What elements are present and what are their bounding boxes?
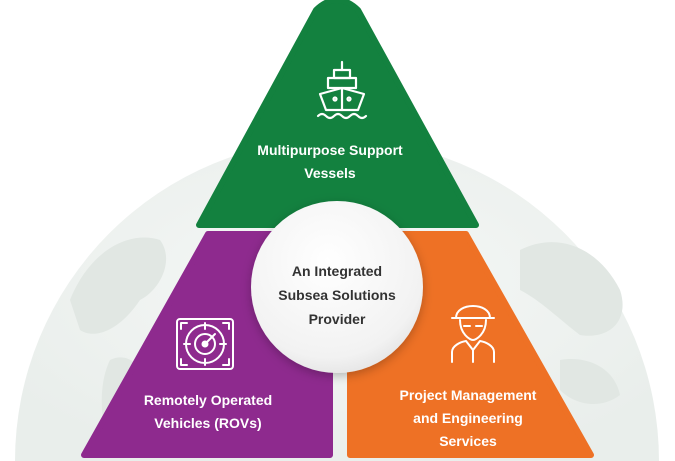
segment-top-label: Multipurpose Support Vessels: [228, 139, 432, 185]
center-circle: [251, 201, 423, 373]
radar-target-icon: [176, 318, 234, 370]
center-line-3: Provider: [308, 311, 366, 327]
segment-left-label: Remotely Operated Vehicles (ROVs): [118, 389, 298, 435]
ship-icon: [316, 60, 368, 120]
center-label: An Integrated Subsea Solutions Provider: [262, 259, 412, 331]
segment-top-triangle: [196, 0, 479, 228]
center-line-1: An Integrated: [291, 263, 383, 279]
segment-left-line-1: Remotely Operated: [143, 392, 273, 408]
segment-right-line-3: Services: [439, 433, 497, 449]
segment-top-line-2: Vessels: [304, 165, 356, 181]
segment-right-line-1: Project Management: [399, 387, 537, 403]
engineer-icon: [451, 305, 495, 363]
center-line-2: Subsea Solutions: [278, 287, 396, 303]
segment-left-line-2: Vehicles (ROVs): [154, 415, 262, 431]
segment-right-label: Project Management and Engineering Servi…: [368, 384, 568, 453]
segment-right-line-2: and Engineering: [413, 410, 523, 426]
segment-top-line-1: Multipurpose Support: [257, 142, 403, 158]
